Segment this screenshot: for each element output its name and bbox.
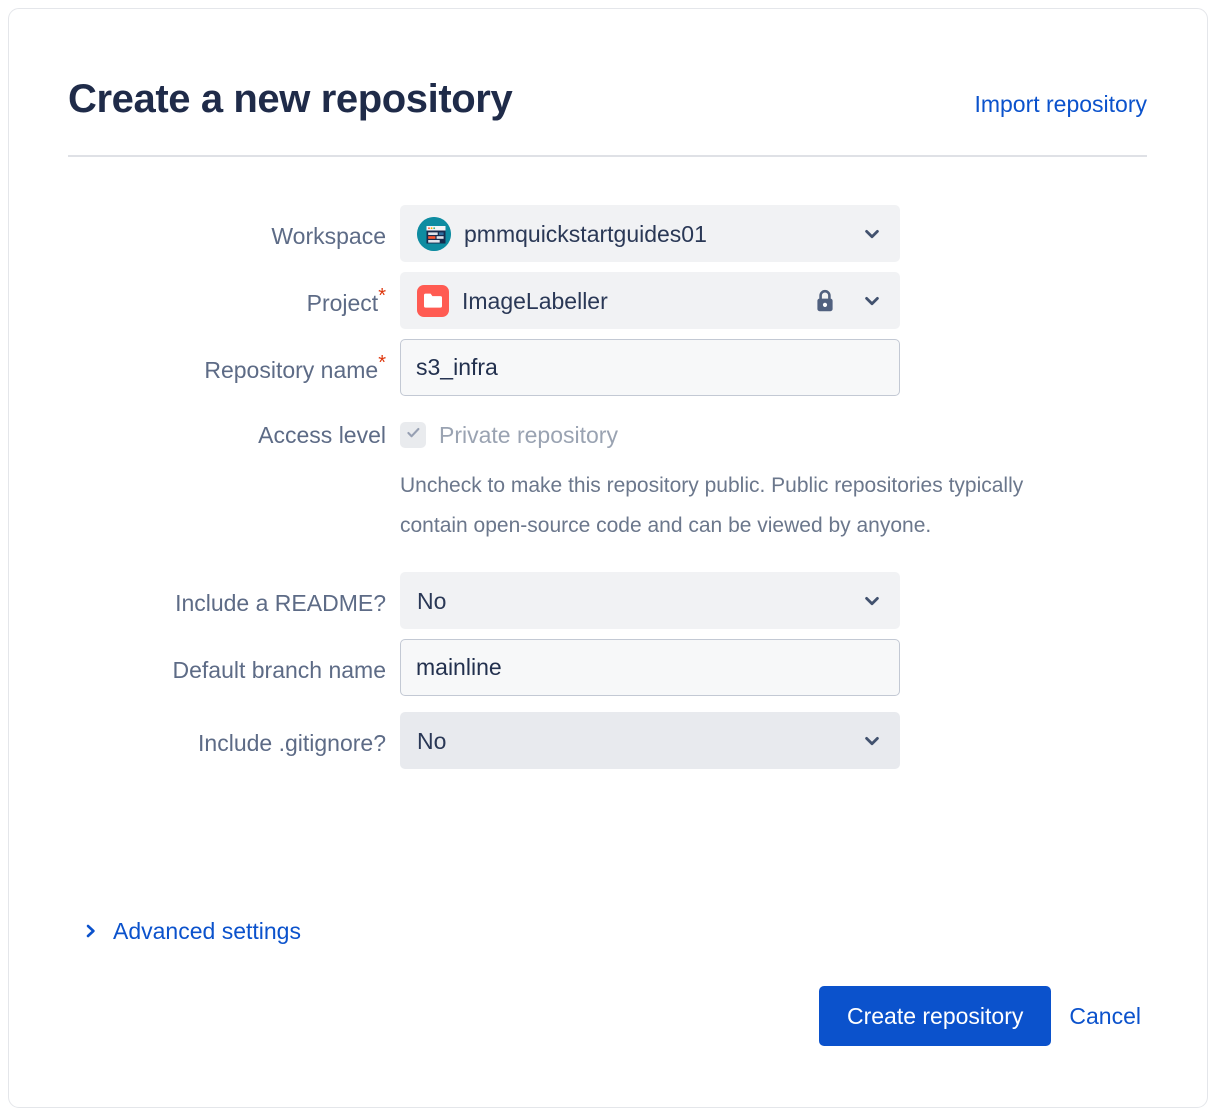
workspace-avatar-icon [417, 216, 451, 251]
workspace-row: Workspace [68, 205, 1147, 262]
repository-name-input[interactable] [400, 339, 900, 396]
workspace-select[interactable]: pmmquickstartguides01 [400, 205, 900, 262]
include-readme-label: Include a README? [175, 590, 386, 616]
include-gitignore-field: No [400, 712, 1147, 769]
checkmark-icon [405, 424, 422, 446]
workspace-field: pmmquickstartguides01 [400, 205, 1147, 262]
access-level-field: Private repository Uncheck to make this … [400, 406, 1147, 546]
access-level-label: Access level [258, 422, 386, 448]
include-readme-field: No [400, 572, 1147, 629]
project-required-mark: * [378, 285, 386, 307]
chevron-down-icon[interactable] [863, 225, 881, 243]
workspace-value: pmmquickstartguides01 [464, 220, 707, 247]
default-branch-label: Default branch name [172, 657, 386, 683]
repository-name-label-text: Repository name [204, 357, 379, 383]
project-folder-icon [417, 284, 449, 317]
include-readme-select[interactable]: No [400, 572, 900, 629]
card-header: Create a new repository Import repositor… [68, 75, 1147, 123]
header-divider [68, 155, 1147, 157]
form-actions: Create repository Cancel [818, 986, 1145, 1046]
include-readme-value: No [417, 587, 447, 614]
create-repository-card: Create a new repository Import repositor… [8, 8, 1208, 1108]
default-branch-row: Default branch name [68, 639, 1147, 696]
default-branch-input[interactable] [400, 639, 900, 696]
chevron-down-icon[interactable] [863, 592, 881, 610]
advanced-settings-label: Advanced settings [113, 918, 301, 944]
repository-name-field [400, 339, 1147, 396]
chevron-down-icon[interactable] [863, 732, 881, 750]
include-gitignore-value: No [417, 727, 447, 754]
include-gitignore-row: Include .gitignore? No [68, 712, 1147, 769]
include-gitignore-label: Include .gitignore? [198, 730, 386, 756]
lock-icon [813, 288, 837, 314]
private-repository-checkbox-row[interactable]: Private repository [400, 406, 1147, 463]
page-title: Create a new repository [68, 77, 513, 121]
create-repository-button[interactable]: Create repository [818, 986, 1052, 1046]
project-label-text: Project [306, 290, 379, 316]
cancel-button[interactable]: Cancel [1065, 1003, 1145, 1030]
project-label: Project* [68, 272, 400, 322]
project-row: Project* ImageLabeller [68, 272, 1147, 329]
chevron-right-icon [83, 923, 99, 939]
advanced-settings-toggle[interactable]: Advanced settings [83, 917, 301, 945]
include-gitignore-select[interactable]: No [400, 712, 900, 769]
repository-name-label: Repository name* [68, 339, 400, 389]
project-select[interactable]: ImageLabeller [400, 272, 900, 329]
access-level-row: Access level Private repository Uncheck … [68, 406, 1147, 546]
default-branch-field [400, 639, 1147, 696]
repository-name-required-mark: * [378, 352, 386, 374]
include-readme-row: Include a README? No [68, 572, 1147, 629]
repository-name-row: Repository name* [68, 339, 1147, 396]
access-level-help-text: Uncheck to make this repository public. … [400, 474, 1024, 537]
project-field: ImageLabeller [400, 272, 1147, 329]
chevron-down-icon[interactable] [863, 292, 881, 310]
private-repository-checkbox[interactable] [400, 421, 426, 448]
workspace-label: Workspace [271, 223, 386, 249]
import-repository-link[interactable]: Import repository [974, 91, 1147, 117]
private-repository-label: Private repository [439, 421, 618, 448]
create-repository-form: Workspace [68, 205, 1147, 779]
project-value: ImageLabeller [462, 287, 608, 314]
